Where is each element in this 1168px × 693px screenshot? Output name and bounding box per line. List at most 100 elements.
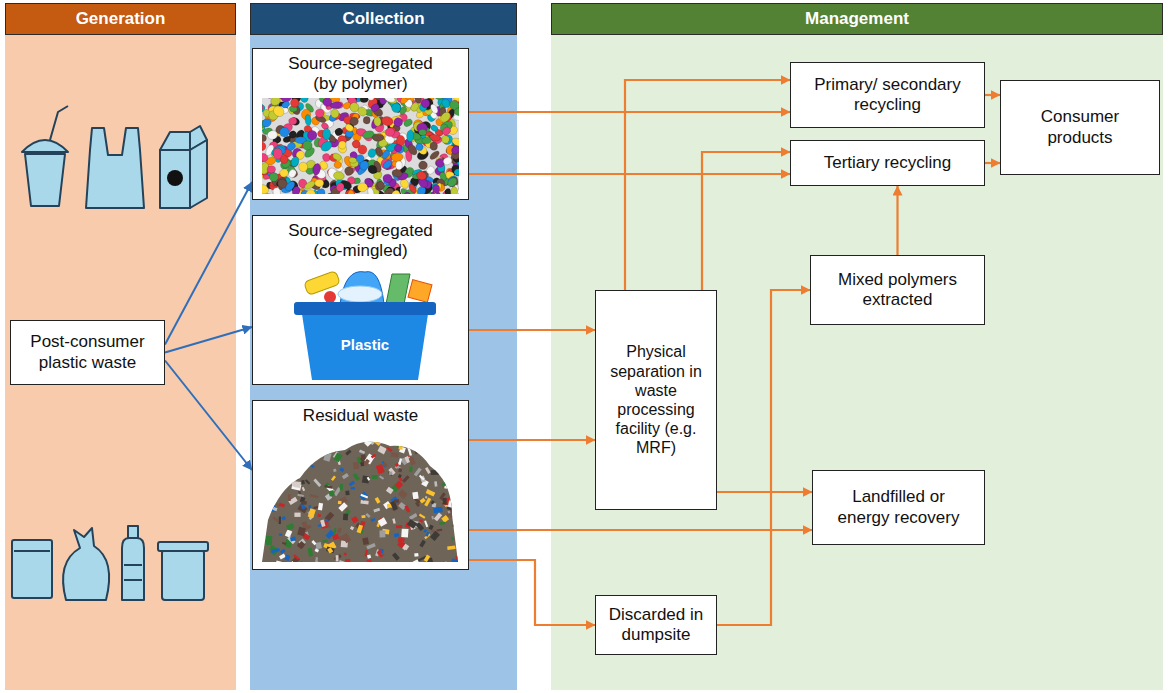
waste-speck xyxy=(275,560,282,567)
box-text: Mixed polymers extracted xyxy=(819,270,976,311)
pellet xyxy=(396,161,403,170)
waste-speck xyxy=(415,502,420,507)
box-text: Residual waste xyxy=(303,406,418,426)
box-text: Consumer products xyxy=(1021,107,1139,148)
waste-speck xyxy=(441,482,446,487)
pellet xyxy=(382,173,393,184)
waste-speck xyxy=(425,496,427,498)
pellet xyxy=(442,156,453,166)
waste-speck xyxy=(276,458,279,464)
waste-speck xyxy=(411,444,416,448)
waste-speck xyxy=(397,540,405,548)
waste-speck xyxy=(336,555,339,561)
waste-speck xyxy=(448,475,458,484)
column-heading: Management xyxy=(551,3,1163,35)
pellet xyxy=(357,182,368,192)
waste-speck xyxy=(448,510,451,513)
pellet xyxy=(454,169,459,177)
waste-speck xyxy=(324,485,332,489)
waste-speck xyxy=(359,450,365,455)
waste-speck xyxy=(360,494,368,499)
pellet xyxy=(382,159,394,171)
waste-speck xyxy=(298,470,301,474)
waste-speck xyxy=(402,475,409,482)
pellet xyxy=(420,98,431,109)
pellet xyxy=(451,137,459,148)
waste-speck xyxy=(332,534,339,541)
bottle-ridge xyxy=(124,564,142,566)
waste-speck xyxy=(301,480,305,484)
picture-box: Source-segregated (by polymer) xyxy=(252,48,469,200)
flow-arrow xyxy=(896,186,898,255)
waste-speck xyxy=(314,561,321,568)
waste-speck xyxy=(271,548,280,553)
waste-speck xyxy=(345,450,351,456)
waste-speck xyxy=(439,522,445,525)
box-text: Landfilled or energy recovery xyxy=(827,487,970,528)
waste-speck xyxy=(297,453,301,459)
waste-speck xyxy=(345,559,351,567)
waste-speck xyxy=(326,546,335,553)
waste-speck xyxy=(313,479,321,487)
waste-speck xyxy=(439,492,446,500)
waste-speck xyxy=(353,462,359,470)
pellet xyxy=(356,105,368,117)
pellet-picture xyxy=(262,98,459,194)
flow-arrow xyxy=(469,439,595,441)
waste-speck xyxy=(297,448,306,456)
pellet-ground xyxy=(262,98,459,194)
waste-speck xyxy=(367,554,371,558)
waste-speck xyxy=(351,516,358,523)
pellet xyxy=(358,145,367,155)
waste-speck xyxy=(419,520,422,523)
waste-speck xyxy=(382,462,388,468)
waste-speck xyxy=(364,435,373,442)
pellet xyxy=(262,102,264,113)
waste-speck xyxy=(330,443,339,452)
pellet xyxy=(429,149,441,161)
waste-speck xyxy=(421,434,430,443)
waste-speck xyxy=(328,442,336,451)
waste-speck xyxy=(262,432,268,437)
waste-speck xyxy=(449,484,457,491)
pellet xyxy=(288,117,297,125)
waste-speck xyxy=(398,490,407,499)
waste-speck xyxy=(367,477,371,481)
waste-speck xyxy=(287,536,295,544)
waste-speck xyxy=(434,442,440,447)
waste-speck xyxy=(353,473,360,481)
waste-speck xyxy=(293,456,302,466)
waste-speck xyxy=(364,550,368,557)
waste-speck xyxy=(299,468,304,471)
pellet xyxy=(322,98,333,107)
waste-speck xyxy=(378,437,381,441)
waste-speck xyxy=(327,547,333,553)
pellet xyxy=(262,117,273,129)
waste-speck xyxy=(452,522,458,529)
waste-speck xyxy=(418,438,424,446)
waste-speck xyxy=(373,508,380,513)
waste-speck xyxy=(423,529,427,533)
pellet xyxy=(286,141,297,152)
waste-speck xyxy=(309,440,318,446)
waste-speck xyxy=(427,444,431,448)
pellet xyxy=(348,157,357,164)
waste-speck xyxy=(263,476,268,483)
waste-speck xyxy=(318,503,323,511)
waste-speck xyxy=(279,503,285,508)
waste-speck xyxy=(377,446,386,455)
waste-speck xyxy=(279,517,281,525)
waste-speck xyxy=(281,476,289,484)
waste-speck xyxy=(323,440,327,446)
waste-speck xyxy=(297,527,306,537)
waste-speck xyxy=(357,524,363,533)
waste-speck xyxy=(409,457,416,466)
waste-speck xyxy=(308,508,316,518)
flow-arrow xyxy=(985,162,1000,164)
waste-speck xyxy=(266,536,272,545)
waste-speck xyxy=(441,515,449,523)
waste-speck xyxy=(272,475,282,485)
column-band: ManagementPrimary/ secondary recyclingCo… xyxy=(551,3,1163,690)
waste-speck xyxy=(279,533,283,536)
waste-speck xyxy=(294,513,300,517)
